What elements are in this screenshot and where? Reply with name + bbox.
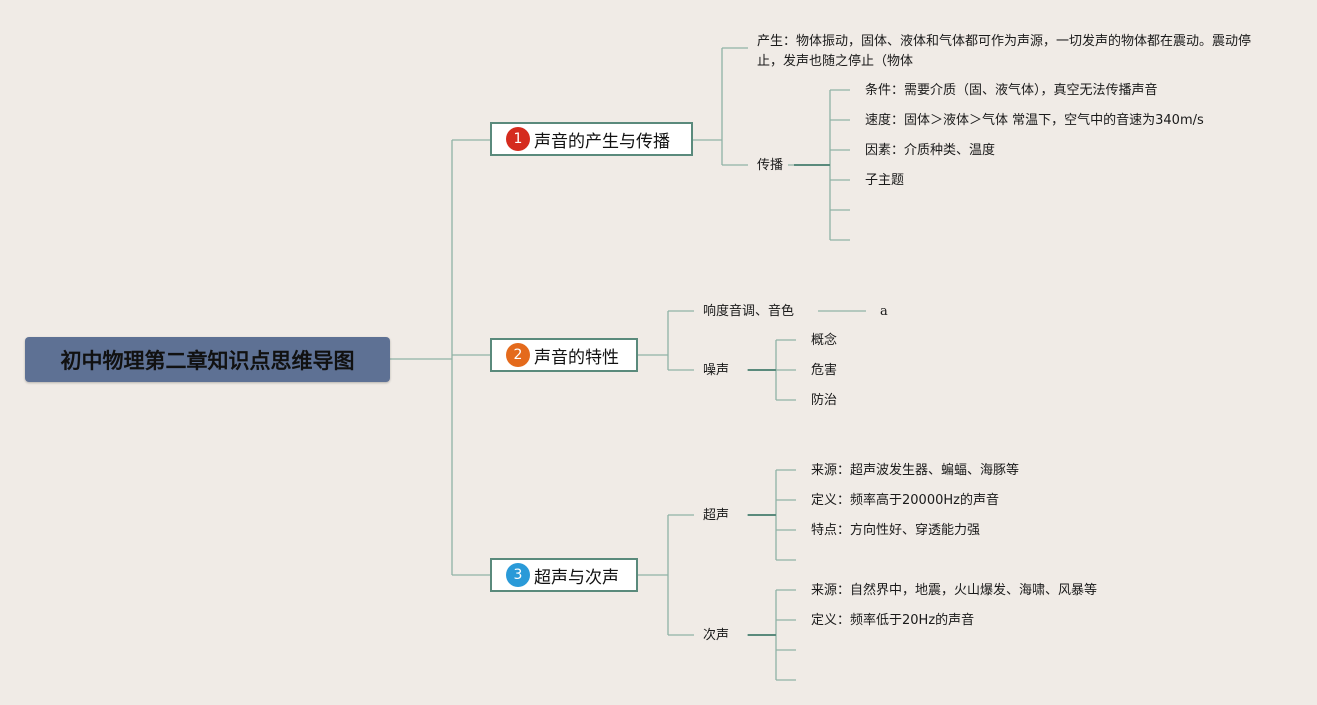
- topic-3-label: 超声与次声: [534, 567, 619, 588]
- ultrasound-item[interactable]: 定义：频率高于20000Hz的声音: [811, 493, 999, 508]
- propagation-item[interactable]: 因素：介质种类、温度: [865, 143, 996, 158]
- topic-3-node[interactable]: 3 超声与次声: [490, 558, 638, 592]
- propagation-item[interactable]: 子主题: [865, 173, 905, 188]
- noise-item[interactable]: 危害: [811, 363, 838, 378]
- infrasound-item[interactable]: 来源：自然界中，地震，火山爆发、海啸、风暴等: [811, 583, 1098, 598]
- propagation-item[interactable]: 条件：需要介质（固、液气体），真空无法传播声音: [865, 83, 1158, 98]
- number-1-badge: 1: [506, 127, 530, 151]
- produce-node[interactable]: 产生：物体振动，固体、液体和气体都可作为声源，一切发声的物体都在震动。震动停止，…: [757, 34, 1252, 69]
- propagation-item[interactable]: 速度：固体＞液体＞气体 常温下，空气中的音速为340m/s: [865, 113, 1204, 128]
- connector-root: [390, 139, 490, 576]
- connector-topic-2: [638, 310, 694, 371]
- propagation-node[interactable]: 传播: [757, 158, 784, 173]
- ultrasound-node[interactable]: 超声: [703, 508, 730, 523]
- topic-1-label: 声音的产生与传播: [534, 131, 670, 152]
- number-3-badge: 3: [506, 563, 530, 587]
- infrasound-node[interactable]: 次声: [703, 628, 730, 643]
- root-node[interactable]: 初中物理第二章知识点思维导图: [25, 337, 390, 382]
- topic-2-node[interactable]: 2 声音的特性: [490, 338, 638, 372]
- topic-2-label: 声音的特性: [534, 347, 619, 368]
- ultrasound-item[interactable]: 特点：方向性好、穿透能力强: [811, 523, 981, 538]
- noise-item[interactable]: 概念: [811, 333, 838, 348]
- noise-node[interactable]: 噪声: [703, 363, 730, 378]
- connector-topic-3: [638, 514, 694, 636]
- infrasound-item[interactable]: 定义：频率低于20Hz的声音: [811, 613, 975, 628]
- loudness-node[interactable]: 响度音调、音色: [703, 304, 795, 319]
- loudness-child[interactable]: a: [880, 304, 888, 319]
- ultrasound-item[interactable]: 来源：超声波发生器、蝙蝠、海豚等: [811, 463, 1020, 478]
- root-label: 初中物理第二章知识点思维导图: [60, 348, 355, 373]
- number-2-badge: 2: [506, 343, 530, 367]
- topic-1-node[interactable]: 1 声音的产生与传播: [490, 122, 693, 156]
- noise-item[interactable]: 防治: [811, 393, 838, 408]
- connector-topic-1: [693, 47, 748, 166]
